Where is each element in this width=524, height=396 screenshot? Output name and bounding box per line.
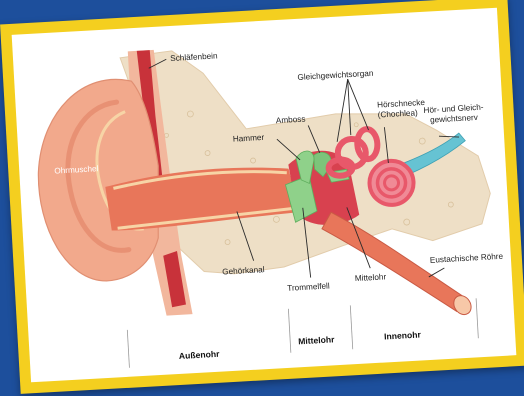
label-trommelfell: Trommelfell (287, 281, 330, 292)
label-hoerschnecke: Hörschnecke (377, 98, 426, 110)
section-innenohr: Innenohr (384, 329, 422, 341)
label-gehoerkanal: Gehörkanal (222, 265, 265, 276)
label-mittelohr-part: Mittelohr (355, 272, 387, 283)
label-eustachische-roehre: Eustachische Röhre (430, 252, 504, 265)
cochlea (368, 160, 414, 206)
label-gleichgewichtsorgan: Gleichgewichtsorgan (297, 69, 374, 82)
label-nerv-line2: gewichtsnerv (430, 113, 479, 125)
section-mittelohr: Mittelohr (298, 334, 335, 346)
label-hammer: Hammer (233, 133, 265, 144)
label-amboss: Amboss (276, 115, 306, 126)
label-schlaefenbein: Schläfenbein (170, 51, 218, 63)
section-aussenohr: Außenohr (179, 349, 221, 361)
